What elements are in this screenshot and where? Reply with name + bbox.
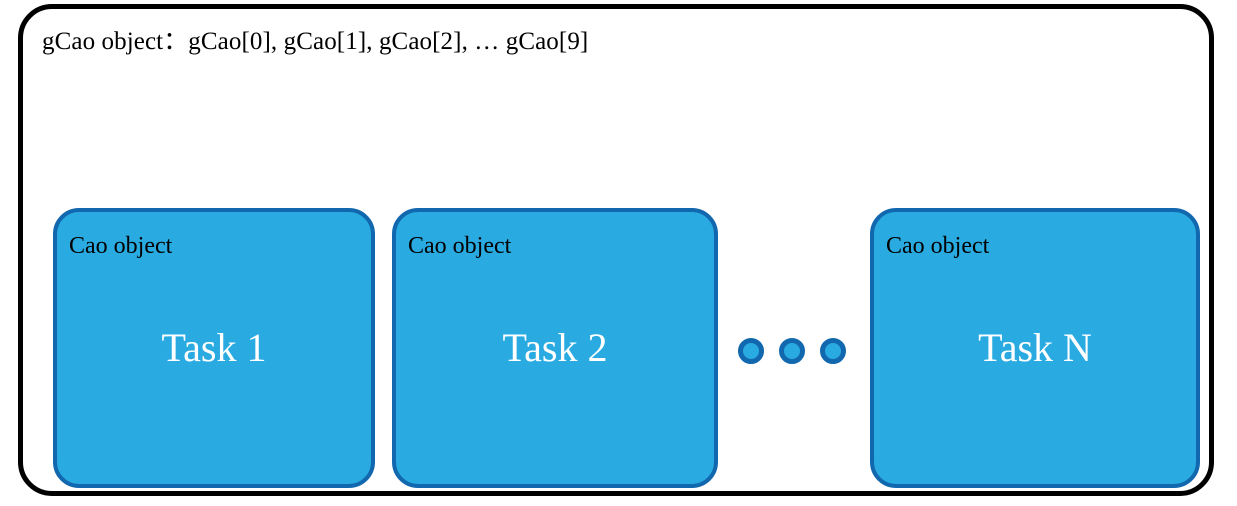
- task-box-n[interactable]: Cao object Task N: [870, 208, 1200, 488]
- ellipsis-dot-1: [738, 338, 764, 364]
- task-box-1[interactable]: Cao object Task 1: [53, 208, 375, 488]
- task-title-1: Task 1: [161, 325, 267, 370]
- ellipsis-dot-2: [779, 338, 805, 364]
- task-title-2: Task 2: [502, 325, 608, 370]
- cao-object-label-1: Cao object: [69, 233, 173, 259]
- ellipsis-dot-3: [820, 338, 846, 364]
- task-title-n: Task N: [978, 325, 1092, 370]
- cao-object-label-2: Cao object: [408, 233, 512, 259]
- ellipsis-dots-icon: [738, 334, 846, 368]
- cao-object-label-n: Cao object: [886, 233, 990, 259]
- gcao-object-caption: gCao object：gCao[0], gCao[1], gCao[2], ……: [42, 28, 589, 55]
- task-box-2[interactable]: Cao object Task 2: [392, 208, 718, 488]
